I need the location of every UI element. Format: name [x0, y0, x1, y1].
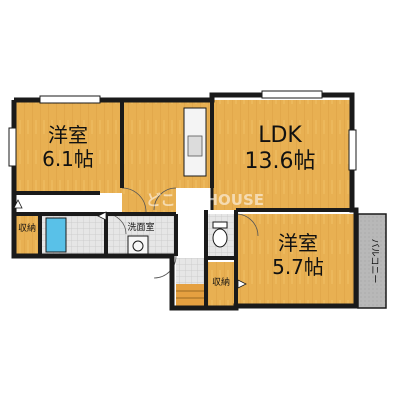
balcony-label: バルコニー [369, 239, 380, 284]
closet-2-floor [206, 262, 236, 306]
hall-floor [122, 188, 176, 214]
closet-1-floor [14, 214, 40, 256]
ldk-size: 13.6帖 [245, 149, 316, 174]
western-room-1-name: 洋室 [48, 123, 88, 147]
bathtub [45, 217, 67, 253]
arrow-markers [13, 199, 247, 289]
windows [8, 90, 357, 171]
watermark: どこでもHOUSE [146, 191, 264, 209]
stairs [176, 284, 206, 306]
western-room-1-floor [14, 100, 122, 193]
walls [11, 92, 359, 311]
western-room-1-size: 6.1帖 [42, 147, 94, 171]
closet-2-label: 収納 [212, 276, 230, 288]
balcony-floor [358, 214, 386, 308]
wash-basin [127, 235, 149, 255]
western-room-2-floor [236, 214, 356, 306]
ldk-name: LDK [258, 123, 302, 148]
closet-1-label: 収納 [18, 222, 36, 234]
ldk-floor [212, 100, 352, 210]
western-room-2-size: 5.7帖 [272, 255, 324, 279]
washroom-label: 洗面室 [127, 221, 154, 233]
kitchen-sink [187, 135, 203, 157]
balcony-outline [357, 213, 387, 309]
western-room-2-name: 洋室 [278, 231, 318, 255]
toilet [212, 221, 228, 248]
